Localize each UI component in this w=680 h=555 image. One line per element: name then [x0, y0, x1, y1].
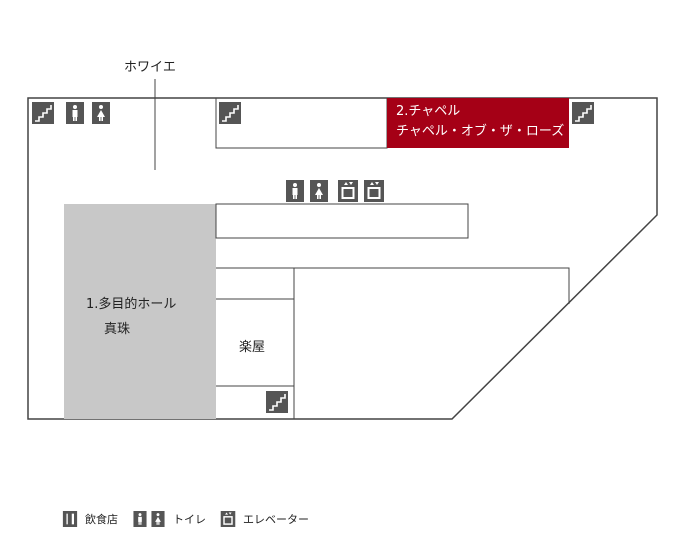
legend-toilet-label: トイレ — [173, 513, 206, 526]
chapel-name-label: チャペル・オブ・ザ・ローズ — [396, 124, 565, 139]
middle-room — [215, 203, 469, 239]
male-toilet-icon — [66, 102, 84, 124]
green-room-label: 楽屋 — [239, 340, 266, 355]
fork-knife-icon — [62, 511, 78, 527]
female-toilet-icon — [92, 102, 110, 124]
female-toilet-icon — [310, 180, 328, 202]
multipurpose-hall-area[interactable] — [64, 204, 216, 419]
legend-restaurant-label: 飲食店 — [85, 513, 118, 526]
female-toilet-icon — [151, 511, 165, 527]
stairs-icon — [31, 101, 55, 125]
lower-room-outline — [216, 267, 570, 304]
chapel-number-label: 2.チャペル — [396, 104, 461, 119]
stairs-icon — [571, 101, 595, 125]
foyer-label: ホワイエ — [124, 60, 176, 75]
stairs-icon — [265, 390, 289, 414]
map-legend: 飲食店 トイレ エレベーター — [62, 510, 323, 528]
elevator-icon — [338, 180, 358, 202]
elevator-icon — [220, 511, 236, 527]
hall-number-label: 1.多目的ホール — [86, 297, 177, 312]
male-toilet-icon — [133, 511, 147, 527]
stairs-icon — [218, 101, 242, 125]
chapel-area[interactable]: 2.チャペル チャペル・オブ・ザ・ローズ — [387, 98, 569, 148]
male-toilet-icon — [286, 180, 304, 202]
hall-name-label: 真珠 — [104, 322, 131, 337]
legend-elevator-label: エレベーター — [243, 513, 309, 526]
elevator-icon — [364, 180, 384, 202]
